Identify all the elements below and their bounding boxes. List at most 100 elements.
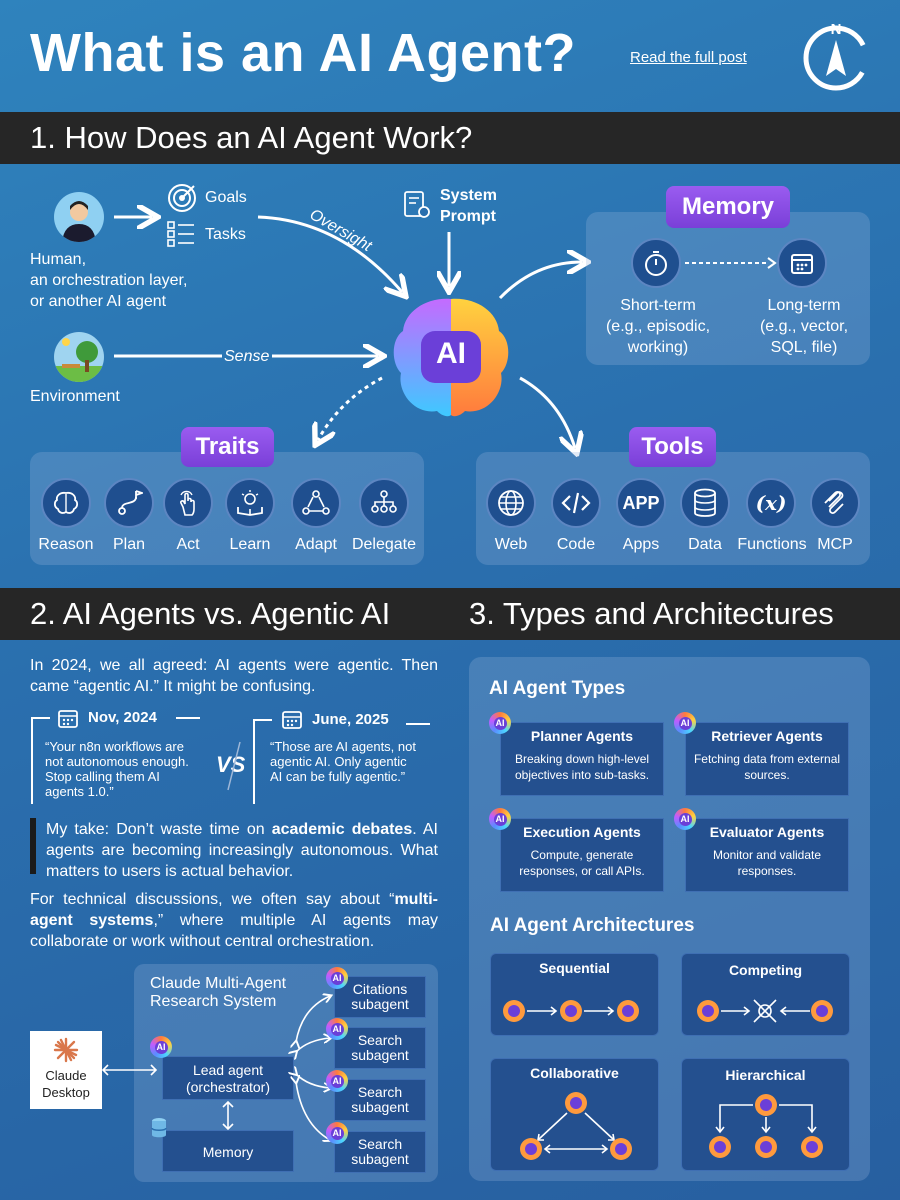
subagent4-ai-badge-icon: AI xyxy=(326,1122,348,1144)
technical-paragraph: For technical discussions, we often say … xyxy=(30,890,438,952)
my-take-paragraph: My take: Don’t waste time on academic de… xyxy=(46,820,438,882)
target-icon xyxy=(168,184,196,212)
tech-prefix: For technical discussions, we often say … xyxy=(30,891,395,908)
short-term-line3: working) xyxy=(627,338,689,356)
hierarchical-diagram xyxy=(709,1094,823,1158)
section2-title: 2. AI Agents vs. Agentic AI xyxy=(30,596,391,631)
database-small-icon xyxy=(150,1117,168,1144)
tools-tag: Tools xyxy=(629,427,716,467)
subagent-citations-line2: subagent xyxy=(351,996,409,1012)
execution-ai-badge-icon: AI xyxy=(489,808,511,830)
quote1-frame xyxy=(31,717,200,804)
tool-apps: Apps xyxy=(622,536,660,553)
short-term-label: Short-term (e.g., episodic, working) xyxy=(596,296,720,358)
desktop-link-arrow xyxy=(101,1064,158,1076)
functions-icon: (x) xyxy=(746,478,796,528)
comp-node-1-icon xyxy=(697,1000,719,1022)
traits-tag: Traits xyxy=(181,427,274,467)
hand-tap-icon xyxy=(163,478,213,528)
human-line2: an orchestration layer, xyxy=(30,271,188,289)
subagent-search3-line1: Search xyxy=(357,1135,403,1152)
compass-logo-icon: N xyxy=(803,21,869,91)
human-line3: or another AI agent xyxy=(30,292,167,310)
system-prompt-line2: Prompt xyxy=(440,207,496,225)
collab-node-right-icon xyxy=(610,1138,632,1160)
type-retriever-name: Retriever Agents xyxy=(711,728,823,744)
seq-node-2-icon xyxy=(560,1000,582,1022)
claude-desktop-line2: Desktop xyxy=(42,1084,90,1100)
human-label: Human, an orchestration layer, or anothe… xyxy=(30,250,187,312)
ai-brain-icon: AI xyxy=(387,293,515,421)
collaborative-diagram xyxy=(520,1092,632,1160)
trait-reason: Reason xyxy=(38,536,94,553)
hier-node-top-icon xyxy=(755,1094,777,1116)
quote2-date: June, 2025 xyxy=(312,711,389,728)
quote1-date: Nov, 2024 xyxy=(88,709,157,726)
subagent-citations-line1: Citations xyxy=(352,980,408,997)
arch-collaborative: Collaborative xyxy=(490,1058,659,1171)
collab-node-top-icon xyxy=(565,1092,587,1114)
take-accent-bar xyxy=(30,818,36,874)
section23-header: 2. AI Agents vs. Agentic AI 3. Types and… xyxy=(0,588,900,640)
system-prompt-icon xyxy=(404,191,430,218)
subagent-search2-line1: Search xyxy=(357,1083,403,1100)
hier-node-mid-icon xyxy=(755,1136,777,1158)
type-execution-name: Execution Agents xyxy=(523,824,641,840)
apps-icon: APP xyxy=(616,478,666,528)
long-term-line2: (e.g., vector, xyxy=(759,317,849,335)
quote1-calendar-icon xyxy=(57,707,79,734)
trait-act: Act xyxy=(176,536,200,553)
tasks-label: Tasks xyxy=(205,226,246,243)
subagent1-ai-badge-icon: AI xyxy=(326,967,348,989)
checklist-icon xyxy=(167,221,194,247)
quote1-text: “Your n8n workflows are not autonomous e… xyxy=(45,739,189,799)
long-term-label: Long-term (e.g., vector, SQL, file) xyxy=(742,296,866,358)
quote2-frame xyxy=(253,719,430,804)
page-title: What is an AI Agent? xyxy=(30,23,576,83)
hier-node-right-icon xyxy=(801,1136,823,1158)
tool-web: Web xyxy=(494,536,528,553)
long-term-line1: Long-term xyxy=(767,297,841,314)
section2-intro: In 2024, we all agreed: AI agents were a… xyxy=(30,657,438,695)
mcp-icon xyxy=(810,478,860,528)
type-planner-name: Planner Agents xyxy=(530,728,634,744)
section1-title: 1. How Does an AI Agent Work? xyxy=(30,120,473,155)
agent-types-heading: AI Agent Types xyxy=(489,678,626,699)
section3-title: 3. Types and Architectures xyxy=(469,596,834,631)
long-term-line3: SQL, file) xyxy=(770,338,838,356)
subagent-search1-line2: subagent xyxy=(351,1047,409,1063)
flow-arrows xyxy=(114,160,900,460)
brain-reason-icon xyxy=(41,478,91,528)
evaluator-ai-badge-icon: AI xyxy=(674,808,696,830)
claude-logo-icon xyxy=(53,1037,79,1063)
retriever-ai-badge-icon: AI xyxy=(674,712,696,734)
seq-node-1-icon xyxy=(503,1000,525,1022)
adapt-cycle-icon xyxy=(291,478,341,528)
lead-ai-badge-icon: AI xyxy=(150,1036,172,1058)
human-avatar-icon xyxy=(54,192,104,242)
tool-data: Data xyxy=(688,536,722,553)
type-evaluator-desc: Monitor and validate responses. xyxy=(712,848,822,879)
take-prefix: My take: Don’t waste time on xyxy=(46,821,272,838)
subagent-search1-line1: Search xyxy=(357,1031,403,1048)
globe-web-icon xyxy=(486,478,536,528)
subagent-fan-arrows xyxy=(288,990,348,1160)
quote2-text: “Those are AI agents, not agentic AI. On… xyxy=(270,739,416,784)
trait-delegate: Delegate xyxy=(351,536,417,553)
take-bold: academic debates xyxy=(271,821,413,838)
section1-header: 1. How Does an AI Agent Work? xyxy=(0,112,900,164)
tool-functions: Functions xyxy=(737,536,807,553)
type-retriever-desc: Fetching data from external sources. xyxy=(693,752,841,783)
tools-panel xyxy=(476,452,870,565)
goals-label: Goals xyxy=(205,189,247,206)
planner-ai-badge-icon: AI xyxy=(489,712,511,734)
read-full-post-link[interactable]: Read the full post xyxy=(630,49,747,66)
comp-node-2-icon xyxy=(811,1000,833,1022)
delegate-org-icon xyxy=(359,478,409,528)
type-evaluator-name: Evaluator Agents xyxy=(709,824,825,840)
human-line1: Human, xyxy=(30,251,87,268)
